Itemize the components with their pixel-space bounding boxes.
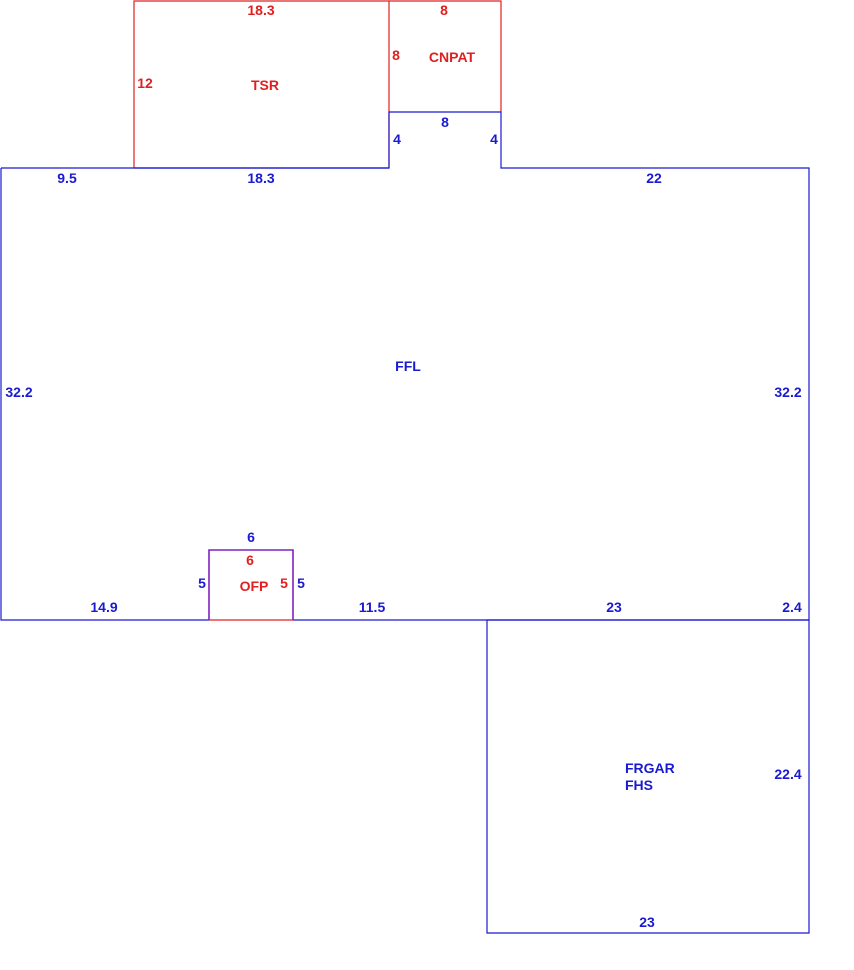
dim-ffl-right: 32.2 — [774, 384, 801, 400]
tsr-outline — [133, 0, 390, 168]
dim-ffl-top-left: 9.5 — [57, 170, 77, 186]
dim-conn-right: 4 — [490, 131, 498, 147]
dim-tsr-top: 18.3 — [247, 2, 274, 18]
area-label-ffl: FFL — [395, 358, 421, 374]
dim-cnpat-left: 8 — [392, 47, 400, 63]
dim-ofp-red-right: 5 — [280, 575, 288, 591]
dim-ffl-bottom-corner: 2.4 — [782, 599, 802, 615]
area-label-cnpat: CNPAT — [429, 49, 476, 65]
dim-cnpat-top: 8 — [440, 2, 448, 18]
dim-ofp-right: 5 — [297, 575, 305, 591]
ofp-outline — [208, 549, 294, 620]
dim-tsr-left: 12 — [137, 75, 153, 91]
dim-ffl-bottom-mid: 11.5 — [359, 599, 386, 615]
dim-ofp-red-top: 6 — [246, 552, 254, 568]
ffl-outline — [0, 111, 810, 621]
dim-ffl-top-mid: 18.3 — [247, 170, 274, 186]
dim-ofp-blue-top: 6 — [247, 529, 255, 545]
area-label-fhs: FHS — [625, 777, 653, 793]
dim-ffl-bottom-left: 14.9 — [90, 599, 117, 615]
dim-gar-right: 22.4 — [774, 766, 801, 782]
area-label-tsr: TSR — [251, 77, 279, 93]
frgar-outline — [486, 619, 810, 934]
dim-conn-bottom: 8 — [441, 114, 449, 130]
dim-ffl-bottom-right: 23 — [606, 599, 622, 615]
area-label-frgar: FRGAR — [625, 760, 675, 776]
dim-ffl-left: 32.2 — [5, 384, 32, 400]
dim-ofp-left: 5 — [198, 575, 206, 591]
dim-ffl-top-right: 22 — [646, 170, 662, 186]
area-label-ofp: OFP — [240, 578, 269, 594]
dim-conn-left: 4 — [393, 131, 401, 147]
dim-gar-bottom: 23 — [639, 914, 655, 930]
cnpat-outline — [389, 0, 502, 112]
